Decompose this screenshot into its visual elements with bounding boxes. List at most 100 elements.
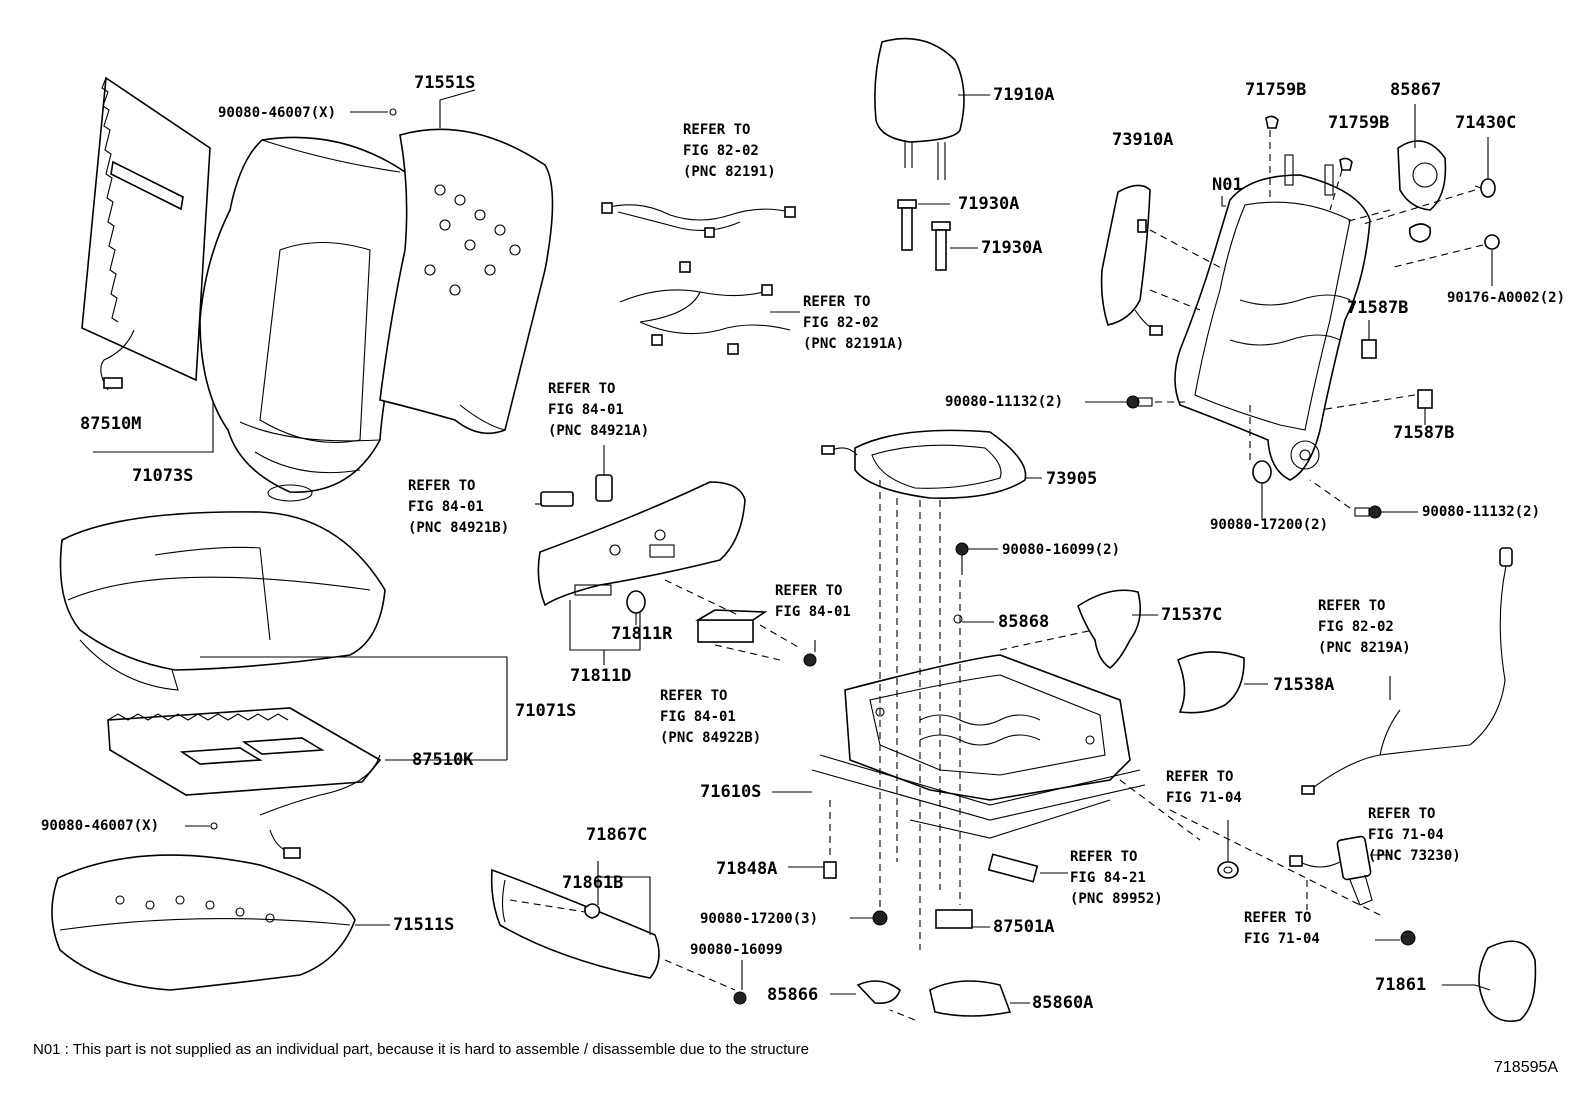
part-label-90080-16099: 90080-16099 <box>690 942 783 958</box>
bolt-90080-11132-left <box>1085 395 1185 409</box>
part-label-90080-11132-right: 90080-11132(2) <box>1422 504 1541 520</box>
part-label-90080-17200-2: 90080-17200(2) <box>1210 517 1329 533</box>
part-label-90080-16099-2: 90080-16099(2) <box>1002 542 1121 558</box>
clip-71587B-upper <box>1361 320 1377 359</box>
part-label-71071S: 71071S <box>515 701 577 721</box>
wire-harness-lower <box>619 261 800 355</box>
part-label-71861: 71861 <box>1375 975 1427 995</box>
part-label-73905: 73905 <box>1046 469 1098 489</box>
part-label-71811R: 71811R <box>611 624 673 644</box>
refer-line: (PNC 89952) <box>1070 891 1163 907</box>
part-label-71587B-2: 71587B <box>1393 423 1455 443</box>
refer-note-84921B: REFER TO FIG 84-01 (PNC 84921B) <box>408 476 509 539</box>
cushion-pad <box>51 854 390 991</box>
nut-90080-17200-3 <box>850 910 888 926</box>
connector-87501A <box>935 909 990 929</box>
refer-note-8219A: REFER TO FIG 82-02 (PNC 8219A) <box>1318 596 1411 659</box>
refer-line: REFER TO <box>775 583 843 599</box>
refer-line: FIG 82-02 <box>803 315 879 331</box>
refer-line: REFER TO <box>1368 806 1436 822</box>
part-label-90080-17200-3: 90080-17200(3) <box>700 911 819 927</box>
part-label-87510M: 87510M <box>80 414 142 434</box>
refer-line: FIG 71-04 <box>1166 790 1242 806</box>
refer-note-82191: REFER TO FIG 82-02 (PNC 82191) <box>683 120 776 183</box>
part-label-71848A: 71848A <box>716 859 778 879</box>
refer-note-73230: REFER TO FIG 71-04 (PNC 73230) <box>1368 804 1461 867</box>
seat-wire-harness-8219A <box>1301 547 1513 795</box>
part-label-N01: N01 <box>1212 175 1243 195</box>
refer-line: FIG 82-02 <box>1318 619 1394 635</box>
refer-line: REFER TO <box>408 478 476 494</box>
refer-line: REFER TO <box>683 122 751 138</box>
wire-harness-upper <box>601 202 796 238</box>
refer-line: REFER TO <box>1070 849 1138 865</box>
refer-line: (PNC 82191) <box>683 164 776 180</box>
shield-cap-71811R <box>626 590 646 625</box>
refer-line: FIG 71-04 <box>1368 827 1444 843</box>
refer-note-84921A: REFER TO FIG 84-01 (PNC 84921A) <box>548 379 649 442</box>
refer-line: REFER TO <box>660 688 728 704</box>
part-label-90080-11132-left: 90080-11132(2) <box>945 394 1064 410</box>
refer-line: FIG 84-01 <box>775 604 851 620</box>
part-label-71867C: 71867C <box>586 825 648 845</box>
refer-line: REFER TO <box>548 381 616 397</box>
sensor-89952 <box>987 853 1068 883</box>
spacer-7104 <box>1217 820 1239 879</box>
side-airbag-73910A <box>1100 184 1226 336</box>
bolt-90080-16099-2 <box>955 542 998 575</box>
part-label-71073S: 71073S <box>132 466 194 486</box>
footnote: N01 : This part is not supplied as an in… <box>33 1041 809 1058</box>
refer-line: (PNC 73230) <box>1368 848 1461 864</box>
seatback-frame <box>1174 154 1371 481</box>
part-label-71610S: 71610S <box>700 782 762 802</box>
power-seat-switch-knobs <box>535 445 613 507</box>
part-label-90080-46007-bottom: 90080-46007(X) <box>41 818 160 834</box>
refer-line: REFER TO <box>1244 910 1312 926</box>
part-label-85866: 85866 <box>767 985 819 1005</box>
front-cushion-shield <box>490 861 660 979</box>
refer-note-7104-anchor: REFER TO FIG 71-04 <box>1244 908 1320 950</box>
headrest <box>874 37 990 180</box>
refer-line: (PNC 84921A) <box>548 423 650 439</box>
nut-90176-A0002 <box>1389 234 1500 286</box>
seatback-cover <box>199 136 415 502</box>
headrest-support <box>897 199 978 271</box>
clip-71759B-top <box>1265 115 1279 200</box>
refer-line: FIG 84-01 <box>408 499 484 515</box>
refer-note-8401: REFER TO FIG 84-01 <box>775 581 851 623</box>
refer-note-7104-spacer: REFER TO FIG 71-04 <box>1166 767 1242 809</box>
part-label-71537C: 71537C <box>1161 605 1223 625</box>
part-label-71587B-1: 71587B <box>1347 298 1409 318</box>
refer-note-84922B: REFER TO FIG 84-01 (PNC 84922B) <box>660 686 761 749</box>
clip-71587B-lower <box>1319 389 1433 425</box>
part-label-71861B: 71861B <box>562 873 624 893</box>
part-label-71759B-1: 71759B <box>1245 80 1307 100</box>
seat-belt-buckle <box>1289 835 1392 910</box>
refer-line: FIG 82-02 <box>683 143 759 159</box>
refer-line: REFER TO <box>1166 769 1234 785</box>
seatback-heater-mat <box>81 76 214 453</box>
clip-71848A <box>788 861 837 879</box>
part-label-87510K: 87510K <box>412 750 474 770</box>
seat-side-shield <box>537 481 746 665</box>
part-label-71811D: 71811D <box>570 666 632 686</box>
part-label-71430C: 71430C <box>1455 113 1517 133</box>
occupant-sensor-mat <box>821 429 1042 499</box>
refer-note-89952: REFER TO FIG 84-21 (PNC 89952) <box>1070 847 1163 910</box>
recliner-85866 <box>830 980 901 1005</box>
part-label-85868: 85868 <box>998 612 1050 632</box>
seat-cushion-frame <box>772 654 1146 839</box>
nut-90080-17200-2 <box>1249 405 1272 520</box>
clip-85868 <box>953 614 994 624</box>
clip-71759B-side <box>1329 157 1353 211</box>
lumbar-85860A <box>889 980 1030 1021</box>
refer-line: FIG 84-01 <box>548 402 624 418</box>
part-label-71930A-2: 71930A <box>981 238 1043 258</box>
refer-line: FIG 71-04 <box>1244 931 1320 947</box>
refer-line: (PNC 84921B) <box>408 520 510 536</box>
part-label-90176-A0002: 90176-A0002(2) <box>1447 290 1566 306</box>
part-label-87501A: 87501A <box>993 917 1055 937</box>
part-label-85867: 85867 <box>1390 80 1442 100</box>
part-label-71511S: 71511S <box>393 915 455 935</box>
